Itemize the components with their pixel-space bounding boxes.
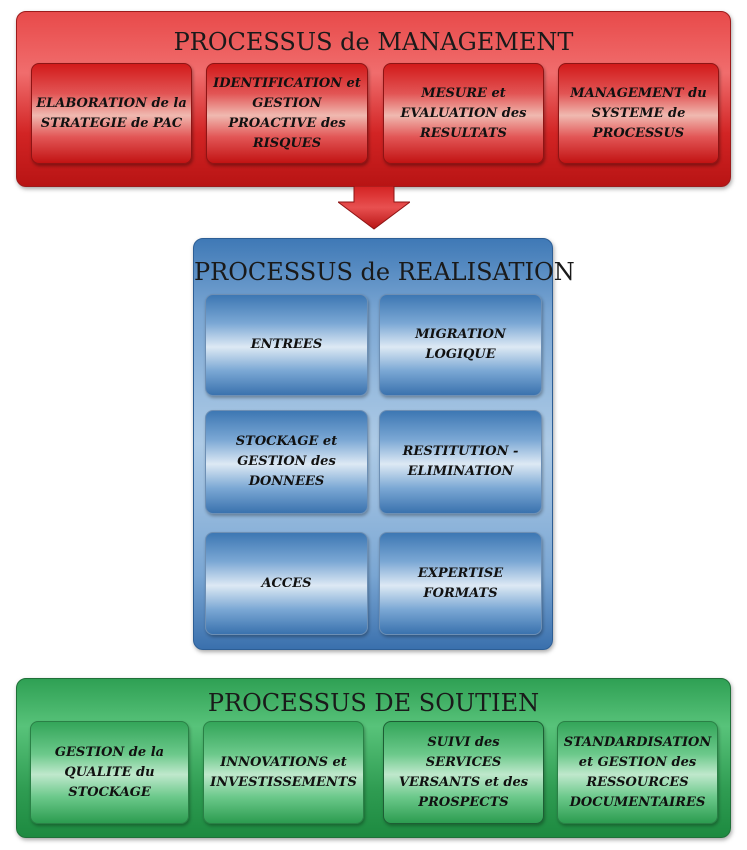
box-text-line: INNOVATIONS et xyxy=(220,754,347,770)
realisation-process-title: PROCESSUS de REALISATION xyxy=(194,258,575,286)
box-text-line: RESSOURCES xyxy=(586,774,689,790)
box-text-line: GESTION des xyxy=(237,454,336,469)
process-box-entrees: ENTREES xyxy=(205,294,368,396)
soutien-process-title: PROCESSUS DE SOUTIEN xyxy=(207,689,540,717)
box-text-line: GESTION xyxy=(252,95,322,111)
process-box-expertise: EXPERTISE FORMATS xyxy=(379,532,542,635)
box-text-line: PROACTIVE des xyxy=(228,115,346,131)
box-text-line: ELIMINATION xyxy=(407,464,514,479)
process-box-qualite: GESTION de la QUALITE du STOCKAGE xyxy=(30,721,189,824)
box-text-line: ELABORATION de la xyxy=(36,95,187,111)
process-box-migration: MIGRATION LOGIQUE xyxy=(379,294,542,396)
box-text-line: RESULTATS xyxy=(420,125,507,141)
box-text-line: MIGRATION xyxy=(415,327,506,342)
box-text-line: ACCES xyxy=(261,575,312,591)
box-text-line: MESURE et xyxy=(421,85,506,101)
box-text-line: QUALITE du xyxy=(64,764,155,780)
box-text-line: et GESTION des xyxy=(578,754,697,770)
box-text-line: LOGIQUE xyxy=(425,347,496,362)
box-text-line: MANAGEMENT du xyxy=(570,85,707,101)
box-text-line: DONNEES xyxy=(248,474,325,489)
soutien-process-panel: PROCESSUS DE SOUTIEN GESTION de la QUALIT… xyxy=(16,678,731,838)
box-text-line: EVALUATION des xyxy=(400,105,527,121)
box-text-line: FORMATS xyxy=(423,585,498,601)
box-text-line: ENTREES xyxy=(250,337,323,352)
management-process-title: PROCESSUS de MANAGEMENT xyxy=(173,28,574,56)
box-text-line: PROCESSUS xyxy=(592,125,685,141)
box-text-line: INVESTISSEMENTS xyxy=(210,774,357,790)
process-box-acces: ACCES xyxy=(205,532,368,635)
box-text-line: EXPERTISE xyxy=(417,565,504,581)
box-text-line: SUIVI des SERVICES xyxy=(425,734,502,770)
down-arrow-icon xyxy=(338,186,410,230)
box-text-line: STOCKAGE xyxy=(68,784,151,800)
management-process-panel: PROCESSUS de MANAGEMENT ELABORATION de l… xyxy=(16,11,731,187)
box-text-line: PROSPECTS xyxy=(418,794,509,810)
box-text-line: STANDARDISATION xyxy=(563,734,712,750)
process-box-innovations: INNOVATIONS et INVESTISSEMENTS xyxy=(203,721,364,824)
box-text-line: IDENTIFICATION et xyxy=(213,75,361,91)
process-box-restitution: RESTITUTION - ELIMINATION xyxy=(379,410,542,514)
box-text-line: VERSANTS et des xyxy=(398,774,529,790)
box-text-line: RESTITUTION - xyxy=(402,444,519,459)
box-text-line: GESTION de la xyxy=(54,744,165,760)
box-text-line: SYSTEME de xyxy=(591,105,686,121)
box-text-line: STRATEGIE de PAC xyxy=(40,115,183,131)
box-text-line: RISQUES xyxy=(252,135,322,151)
process-box-strategy: ELABORATION de la STRATEGIE de PAC xyxy=(31,63,192,164)
box-text-line: DOCUMENTAIRES xyxy=(569,794,706,810)
process-box-system: MANAGEMENT du SYSTEME de PROCESSUS xyxy=(558,63,719,164)
realisation-process-panel: PROCESSUS de REALISATION ENTREES MIGRATI… xyxy=(193,238,575,650)
box-text-line: STOCKAGE et xyxy=(235,434,338,449)
